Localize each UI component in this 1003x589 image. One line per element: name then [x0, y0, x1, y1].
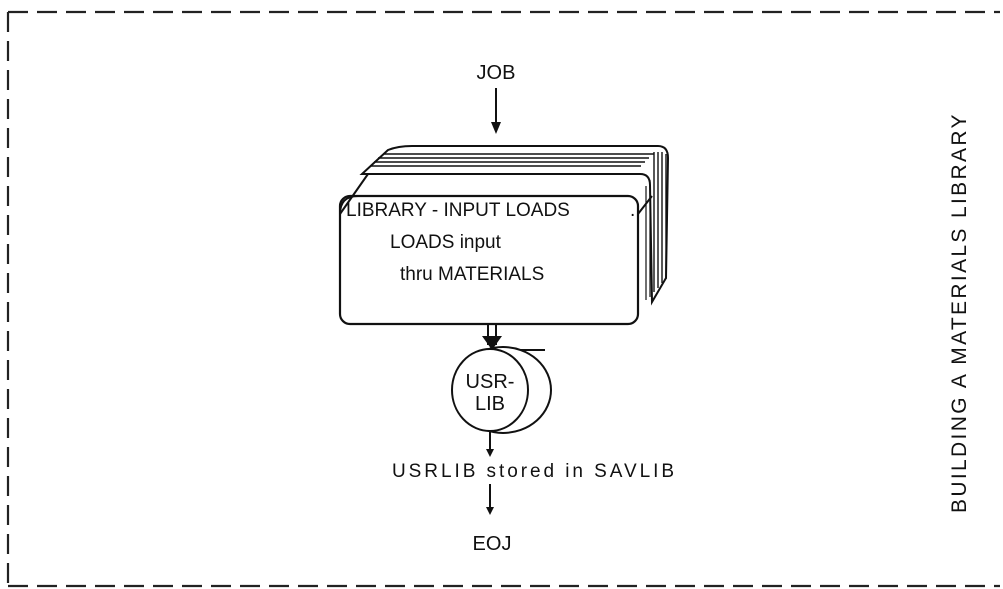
- note-to-eoj-arrow: [486, 484, 494, 515]
- deck-line-1-dots: ..: [630, 200, 641, 221]
- stored-note: USRLIB stored in SAVLIB: [392, 461, 674, 482]
- job-arrow: [491, 88, 501, 134]
- deck-to-disk-arrow: [482, 324, 545, 351]
- disk-icon: [451, 346, 552, 434]
- eoj-label: EOJ: [473, 533, 512, 555]
- deck-line-3: thru MATERIALS: [400, 264, 544, 285]
- deck-line-2: LOADS input: [390, 232, 502, 253]
- job-label: JOB: [477, 62, 516, 84]
- card-deck-icon: [338, 145, 670, 326]
- disk-label-2: LIB: [475, 393, 505, 415]
- disk-to-note-arrow: [486, 432, 494, 457]
- disk-label-1: USR-: [466, 371, 515, 393]
- deck-line-1: LIBRARY - INPUT LOADS: [346, 200, 570, 221]
- side-title: BUILDING A MATERIALS LIBRARY: [948, 113, 971, 513]
- frame-border: [6, 10, 1000, 588]
